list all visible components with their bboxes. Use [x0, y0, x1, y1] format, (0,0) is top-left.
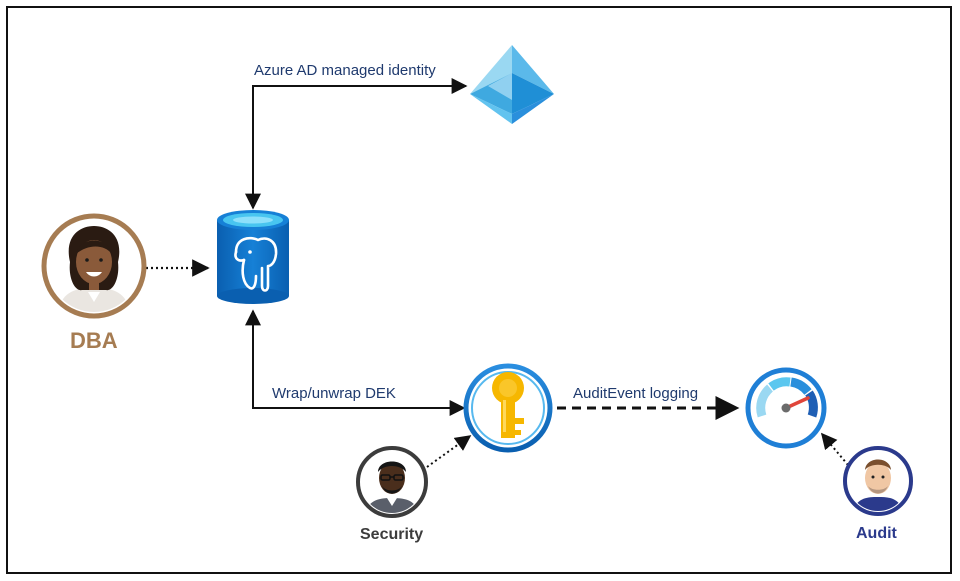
connector-security-to-keyvault: [426, 435, 472, 468]
wrap-dek-label: Wrap/unwrap DEK: [272, 385, 396, 402]
connector-wrap-dek: [245, 309, 466, 416]
azure-ad-pyramid-icon: [470, 45, 554, 124]
security-avatar: [356, 446, 428, 518]
connector-audit-to-monitor: [820, 432, 849, 466]
postgresql-database-icon: [217, 210, 289, 304]
connector-azure-ad: [245, 78, 468, 210]
dba-avatar: [41, 213, 147, 319]
audit-role-label: Audit: [856, 525, 897, 542]
security-role-label: Security: [360, 526, 424, 543]
dba-role-label: DBA: [70, 328, 118, 353]
diagram-frame: [6, 6, 952, 574]
audit-logging-label: AuditEvent logging: [573, 385, 699, 402]
audit-avatar: [843, 446, 913, 516]
key-vault-icon: [463, 363, 553, 453]
azure-monitor-gauge-icon: [745, 367, 827, 449]
azure-ad-label: Azure AD managed identity: [254, 62, 436, 79]
